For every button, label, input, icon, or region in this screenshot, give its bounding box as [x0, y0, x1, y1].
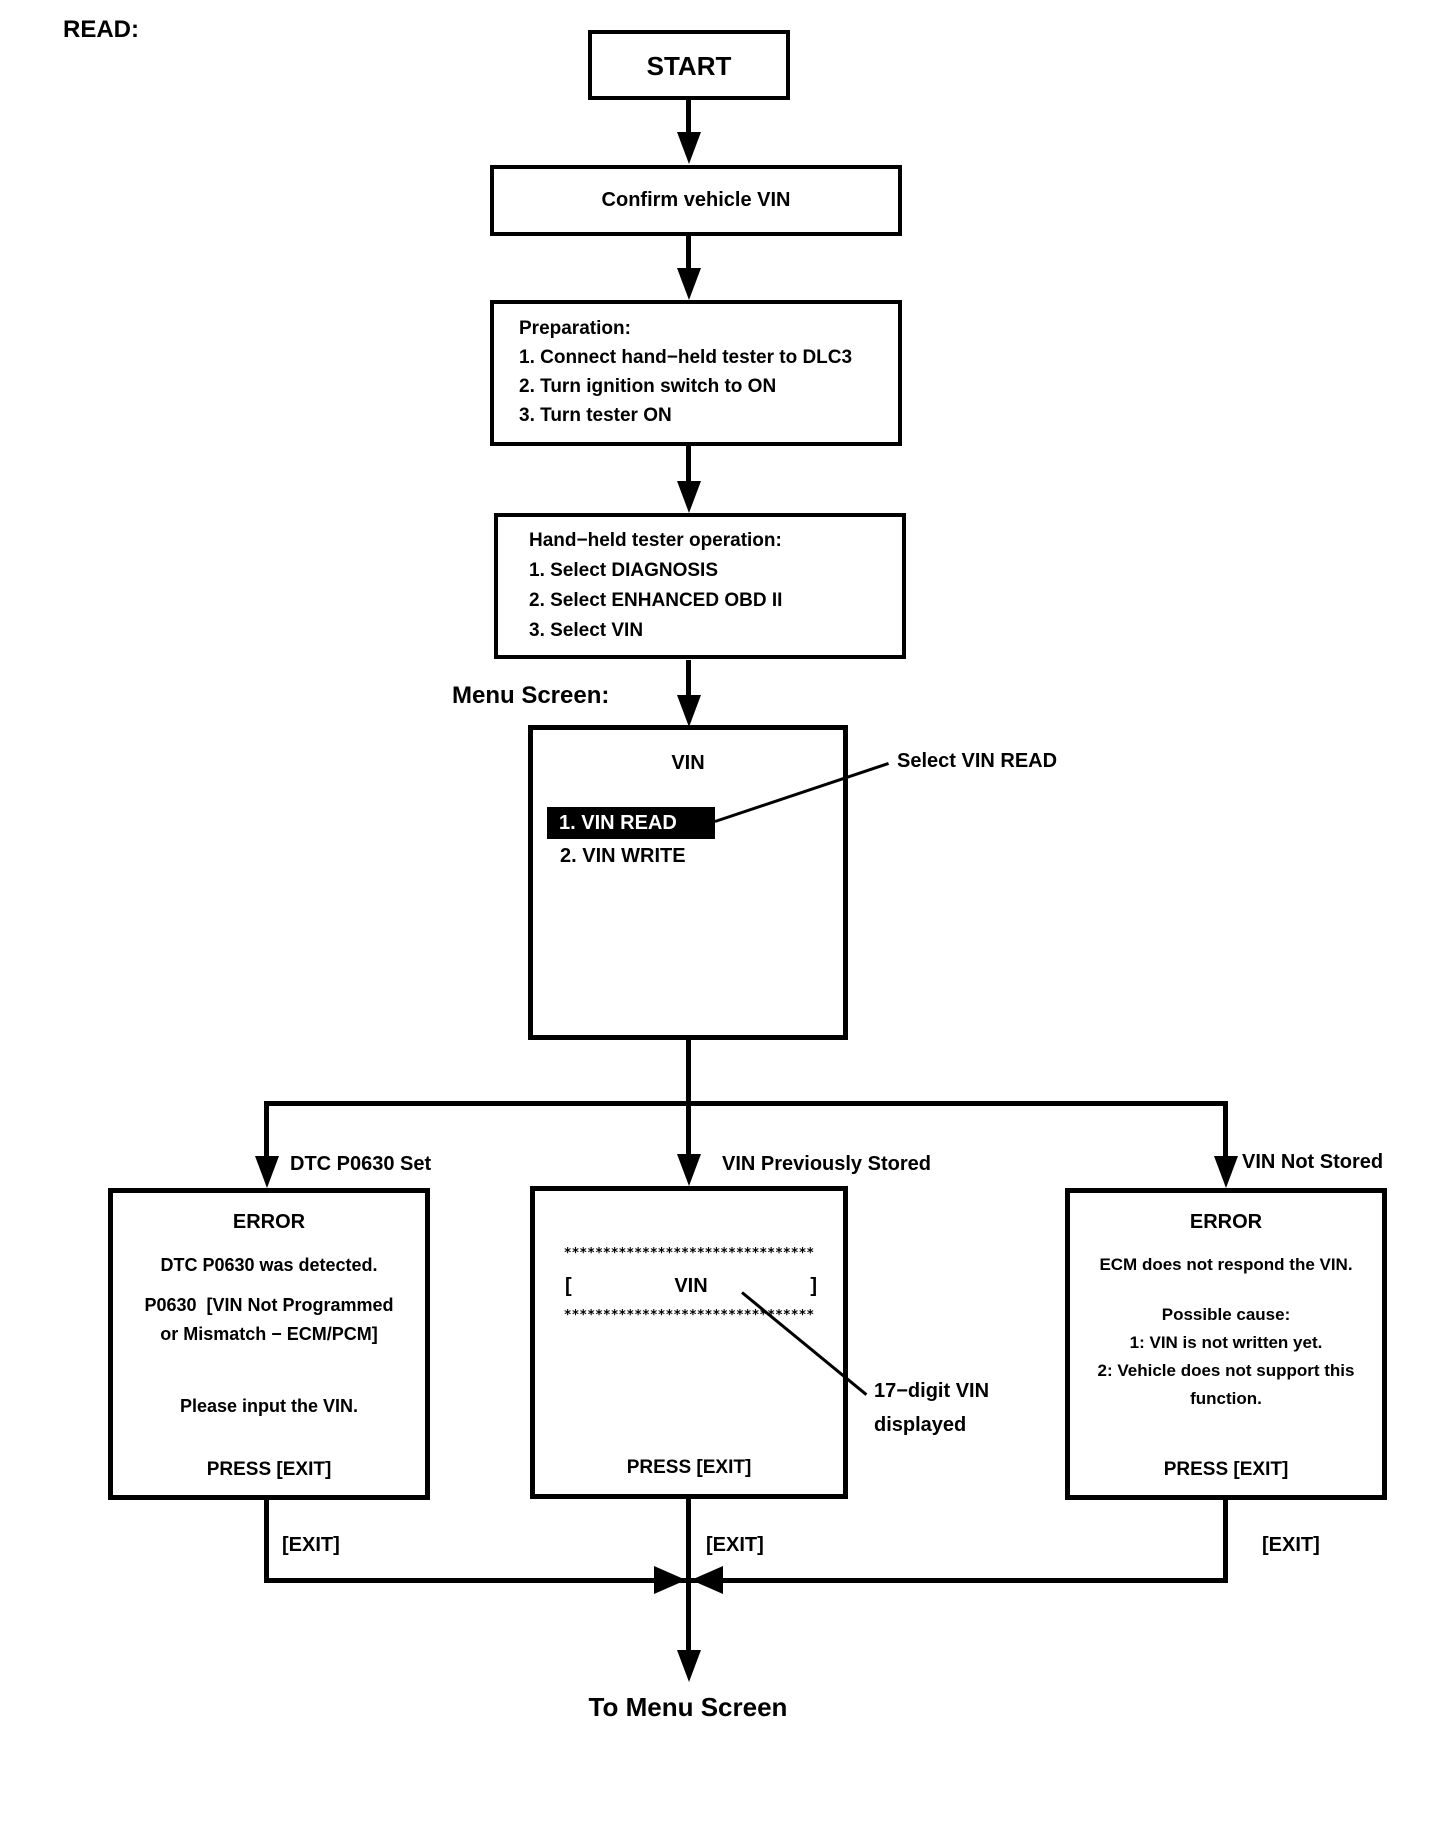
confirm-vin-label: Confirm vehicle VIN: [601, 189, 791, 211]
vin-display-node: ******************************** [ VIN ]…: [530, 1186, 848, 1499]
branch-drop-center: [686, 1101, 691, 1156]
tester-operation-step-1: 1. Select DIAGNOSIS: [529, 560, 719, 581]
tester-operation-title: Hand−held tester operation:: [529, 530, 782, 551]
error-dtc-press-exit: PRESS [EXIT]: [206, 1459, 332, 1480]
vin-menu-item-vin-read: 1. VIN READ: [547, 807, 715, 839]
connector-confirm-preparation: [686, 236, 691, 272]
vin-display-stars-top: ********************************: [563, 1246, 815, 1261]
arrowhead-preparation-tester: [677, 481, 701, 513]
branch-horizontal-line: [264, 1101, 1228, 1106]
error-ecm-line-1: ECM does not respond the VIN.: [1099, 1255, 1353, 1274]
error-dtc-title: ERROR: [232, 1211, 306, 1233]
read-heading: READ:: [63, 16, 139, 43]
error-dtc-node: ERROR DTC P0630 was detected. P0630 [VIN…: [108, 1188, 430, 1500]
confirm-vin-node: Confirm vehicle VIN: [490, 165, 902, 236]
error-ecm-line-3: 1: VIN is not written yet.: [1129, 1333, 1323, 1352]
connector-menu-branch: [686, 1040, 691, 1105]
vin-menu-item-vin-write: 2. VIN WRITE: [560, 845, 686, 867]
arrowhead-start-confirm: [677, 132, 701, 164]
branch-drop-left: [264, 1101, 269, 1158]
preparation-title: Preparation:: [519, 318, 631, 339]
error-dtc-line-3: or Mismatch − ECM/PCM]: [160, 1324, 378, 1344]
arrowhead-branch-right: [1214, 1156, 1238, 1188]
vin-display-row: [ VIN ]: [535, 1275, 843, 1298]
vin-display-bracket-open: [: [565, 1275, 572, 1297]
error-ecm-title: ERROR: [1189, 1211, 1263, 1233]
vin-menu-node: VIN 1. VIN READ 2. VIN WRITE: [528, 725, 848, 1040]
callout-select-vin-read: Select VIN READ: [897, 750, 1058, 772]
vin-display-stars-bottom: ********************************: [563, 1308, 815, 1323]
preparation-step-3: 3. Turn tester ON: [519, 405, 672, 426]
exit-label-left: [EXIT]: [282, 1534, 340, 1556]
start-label: START: [646, 51, 732, 81]
branch-label-vin-not-stored: VIN Not Stored: [1242, 1151, 1384, 1173]
branch-label-vin-previously-stored: VIN Previously Stored: [722, 1153, 931, 1175]
arrowhead-confirm-preparation: [677, 268, 701, 300]
callout-17-digit-vin-line-1: 17−digit VIN: [874, 1380, 990, 1402]
start-node: START: [588, 30, 790, 100]
connector-merge-to-menu: [686, 1582, 691, 1652]
error-ecm-press-exit: PRESS [EXIT]: [1163, 1459, 1289, 1480]
vin-menu-title: VIN: [671, 752, 705, 774]
vin-display-vin-label: VIN: [674, 1275, 708, 1297]
connector-preparation-tester: [686, 446, 691, 484]
error-ecm-line-4: 2: Vehicle does not support this: [1097, 1361, 1355, 1380]
merge-arrowhead-from-right: [691, 1566, 723, 1594]
error-dtc-line-2: P0630 [VIN Not Programmed: [144, 1295, 394, 1315]
arrowhead-branch-left: [255, 1156, 279, 1188]
error-dtc-line-1: DTC P0630 was detected.: [160, 1255, 378, 1275]
error-ecm-node: ERROR ECM does not respond the VIN. Poss…: [1065, 1188, 1387, 1500]
arrowhead-tester-menu: [677, 695, 701, 727]
to-menu-screen-label: To Menu Screen: [588, 1692, 788, 1722]
exit-drop-left: [264, 1498, 269, 1582]
merge-arrowhead-from-left: [654, 1566, 686, 1594]
callout-17-digit-vin-line-2: displayed: [874, 1414, 967, 1436]
connector-tester-menu: [686, 660, 691, 697]
error-ecm-line-5: function.: [1190, 1389, 1262, 1408]
menu-screen-caption: Menu Screen:: [452, 682, 610, 709]
exit-drop-center: [686, 1497, 691, 1582]
merge-horizontal-line: [264, 1578, 1228, 1583]
tester-operation-step-3: 3. Select VIN: [529, 620, 644, 641]
connector-start-confirm: [686, 98, 691, 136]
tester-operation-step-2: 2. Select ENHANCED OBD II: [529, 590, 783, 611]
branch-drop-right: [1223, 1101, 1228, 1158]
preparation-node: Preparation: 1. Connect hand−held tester…: [490, 300, 902, 446]
error-dtc-line-4: Please input the VIN.: [179, 1396, 359, 1416]
preparation-step-1: 1. Connect hand−held tester to DLC3: [519, 347, 853, 368]
error-ecm-line-2: Possible cause:: [1161, 1305, 1291, 1324]
exit-label-center: [EXIT]: [706, 1534, 764, 1556]
exit-label-right: [EXIT]: [1262, 1534, 1320, 1556]
vin-display-bracket-close: ]: [810, 1275, 817, 1297]
vin-display-press-exit: PRESS [EXIT]: [626, 1457, 752, 1478]
arrowhead-to-menu: [677, 1650, 701, 1682]
arrowhead-branch-center: [677, 1154, 701, 1186]
branch-label-dtc-p0630-set: DTC P0630 Set: [290, 1153, 432, 1175]
preparation-step-2: 2. Turn ignition switch to ON: [519, 376, 777, 397]
tester-operation-node: Hand−held tester operation: 1. Select DI…: [494, 513, 906, 659]
exit-drop-right: [1223, 1498, 1228, 1582]
